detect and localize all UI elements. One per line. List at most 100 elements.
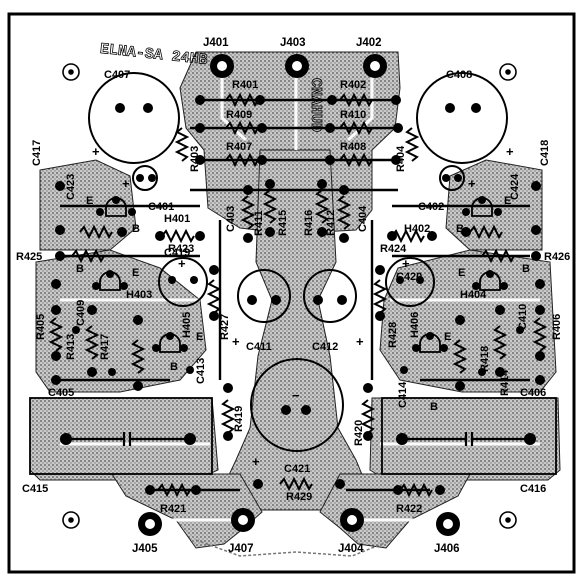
label-C418: C418 bbox=[539, 140, 551, 166]
label-R404: R404 bbox=[395, 145, 407, 172]
label-R429: R429 bbox=[286, 491, 312, 503]
label-H403: H403 bbox=[126, 289, 152, 301]
resistor-labels: R401 R402 R403 R404 R405 R406 R407 R408 … bbox=[16, 79, 570, 515]
label-C406: C406 bbox=[520, 387, 546, 399]
label-R425: R425 bbox=[16, 251, 42, 263]
pin-label-b: B bbox=[430, 401, 438, 413]
label-R413: R413 bbox=[65, 334, 77, 360]
label-R410: R410 bbox=[340, 109, 366, 121]
label-J402: J402 bbox=[356, 37, 382, 49]
capacitor-outlines bbox=[29, 72, 557, 475]
pin-label-e: E bbox=[86, 195, 93, 207]
label-C401: C401 bbox=[148, 201, 174, 213]
label-R419: R419 bbox=[233, 406, 245, 432]
transistor-labels: H401 H402 H403 H404 H405 H406 bbox=[126, 213, 487, 338]
plus-mark: + bbox=[252, 454, 260, 469]
capacitor-plates bbox=[66, 432, 530, 446]
label-R420: R420 bbox=[353, 420, 365, 446]
pin-label-b: B bbox=[170, 361, 178, 373]
plus-mark: + bbox=[92, 144, 100, 159]
pin-label-e: E bbox=[196, 331, 203, 343]
label-R424: R424 bbox=[380, 243, 407, 255]
label-R401: R401 bbox=[232, 79, 258, 91]
label-C409: C409 bbox=[75, 300, 87, 326]
label-J403: J403 bbox=[280, 37, 306, 49]
label-R406: R406 bbox=[551, 314, 563, 340]
label-R417: R417 bbox=[99, 334, 111, 360]
black-traces bbox=[60, 98, 530, 492]
label-R421: R421 bbox=[160, 503, 186, 515]
label-H402: H402 bbox=[404, 223, 430, 235]
label-H401: H401 bbox=[164, 213, 190, 225]
label-R415: R415 bbox=[277, 210, 289, 236]
label-R402: R402 bbox=[340, 79, 366, 91]
label-R414: R414 bbox=[499, 369, 511, 396]
label-C415: C415 bbox=[22, 483, 48, 495]
label-C416: C416 bbox=[520, 483, 546, 495]
label-C417: C417 bbox=[31, 140, 43, 166]
label-R403: R403 bbox=[189, 146, 201, 172]
pin-label-e: E bbox=[504, 195, 511, 207]
label-C403: C403 bbox=[225, 206, 237, 232]
label-C421: C421 bbox=[284, 463, 310, 475]
label-R423: R423 bbox=[168, 243, 194, 255]
label-C412: C412 bbox=[312, 341, 338, 353]
plus-mark: + bbox=[402, 256, 410, 271]
polarity-marks: + + + + + + + + + − bbox=[92, 144, 514, 469]
label-C411: C411 bbox=[246, 341, 272, 353]
solder-pads bbox=[51, 95, 545, 495]
label-C414: C414 bbox=[397, 381, 409, 408]
label-H405: H405 bbox=[181, 312, 193, 338]
minus-mark: − bbox=[292, 388, 300, 403]
label-J407: J407 bbox=[228, 543, 254, 555]
plus-mark: + bbox=[122, 176, 130, 191]
label-R416: R416 bbox=[303, 210, 315, 236]
jack-labels: J401 J403 J402 J405 J407 J404 J406 bbox=[132, 37, 460, 555]
label-H406: H406 bbox=[409, 312, 421, 338]
resistor-symbols bbox=[48, 92, 548, 498]
label-R408: R408 bbox=[340, 141, 366, 153]
label-R428: R428 bbox=[387, 322, 399, 348]
label-C410: C410 bbox=[517, 304, 529, 330]
plus-mark: + bbox=[506, 144, 514, 159]
label-H404: H404 bbox=[460, 289, 487, 301]
pin-markers: E B E B B E E B B E B E bbox=[76, 195, 530, 413]
label-J404: J404 bbox=[338, 543, 364, 555]
plus-mark: + bbox=[468, 176, 476, 191]
pin-label-e: E bbox=[444, 331, 451, 343]
label-C423: C423 bbox=[65, 174, 77, 200]
label-C413: C413 bbox=[195, 358, 207, 384]
mounting-holes bbox=[62, 63, 517, 529]
silkscreen-side-text: CNAHUD bbox=[307, 78, 324, 132]
label-J401: J401 bbox=[203, 37, 229, 49]
label-C407: C407 bbox=[104, 69, 130, 81]
label-R412: R412 bbox=[325, 210, 337, 236]
label-C408: C408 bbox=[446, 69, 472, 81]
label-R409: R409 bbox=[226, 109, 252, 121]
plus-mark: + bbox=[178, 256, 186, 271]
label-R418: R418 bbox=[479, 346, 491, 372]
pin-label-b: B bbox=[522, 263, 530, 275]
label-R405: R405 bbox=[35, 314, 47, 340]
label-R411: R411 bbox=[253, 210, 265, 236]
label-C419: C419 bbox=[164, 247, 190, 259]
label-R422: R422 bbox=[396, 503, 422, 515]
label-R427: R427 bbox=[219, 314, 231, 340]
pin-label-e: E bbox=[132, 267, 139, 279]
pin-label-b: B bbox=[132, 223, 140, 235]
label-C405: C405 bbox=[48, 387, 74, 399]
board-cutout bbox=[195, 539, 393, 557]
pin-label-b: B bbox=[76, 263, 84, 275]
pin-label-b: B bbox=[456, 223, 464, 235]
label-J405: J405 bbox=[132, 543, 158, 555]
label-J406: J406 bbox=[434, 543, 460, 555]
plus-mark: + bbox=[232, 334, 240, 349]
label-C420: C420 bbox=[396, 271, 422, 283]
plus-mark: + bbox=[356, 334, 364, 349]
label-C404: C404 bbox=[357, 205, 369, 232]
capacitor-labels: C401 C402 C403 C404 C405 C406 C407 C408 … bbox=[22, 69, 551, 495]
jack-pads bbox=[138, 54, 460, 536]
label-R426: R426 bbox=[544, 251, 570, 263]
label-C402: C402 bbox=[418, 201, 444, 213]
